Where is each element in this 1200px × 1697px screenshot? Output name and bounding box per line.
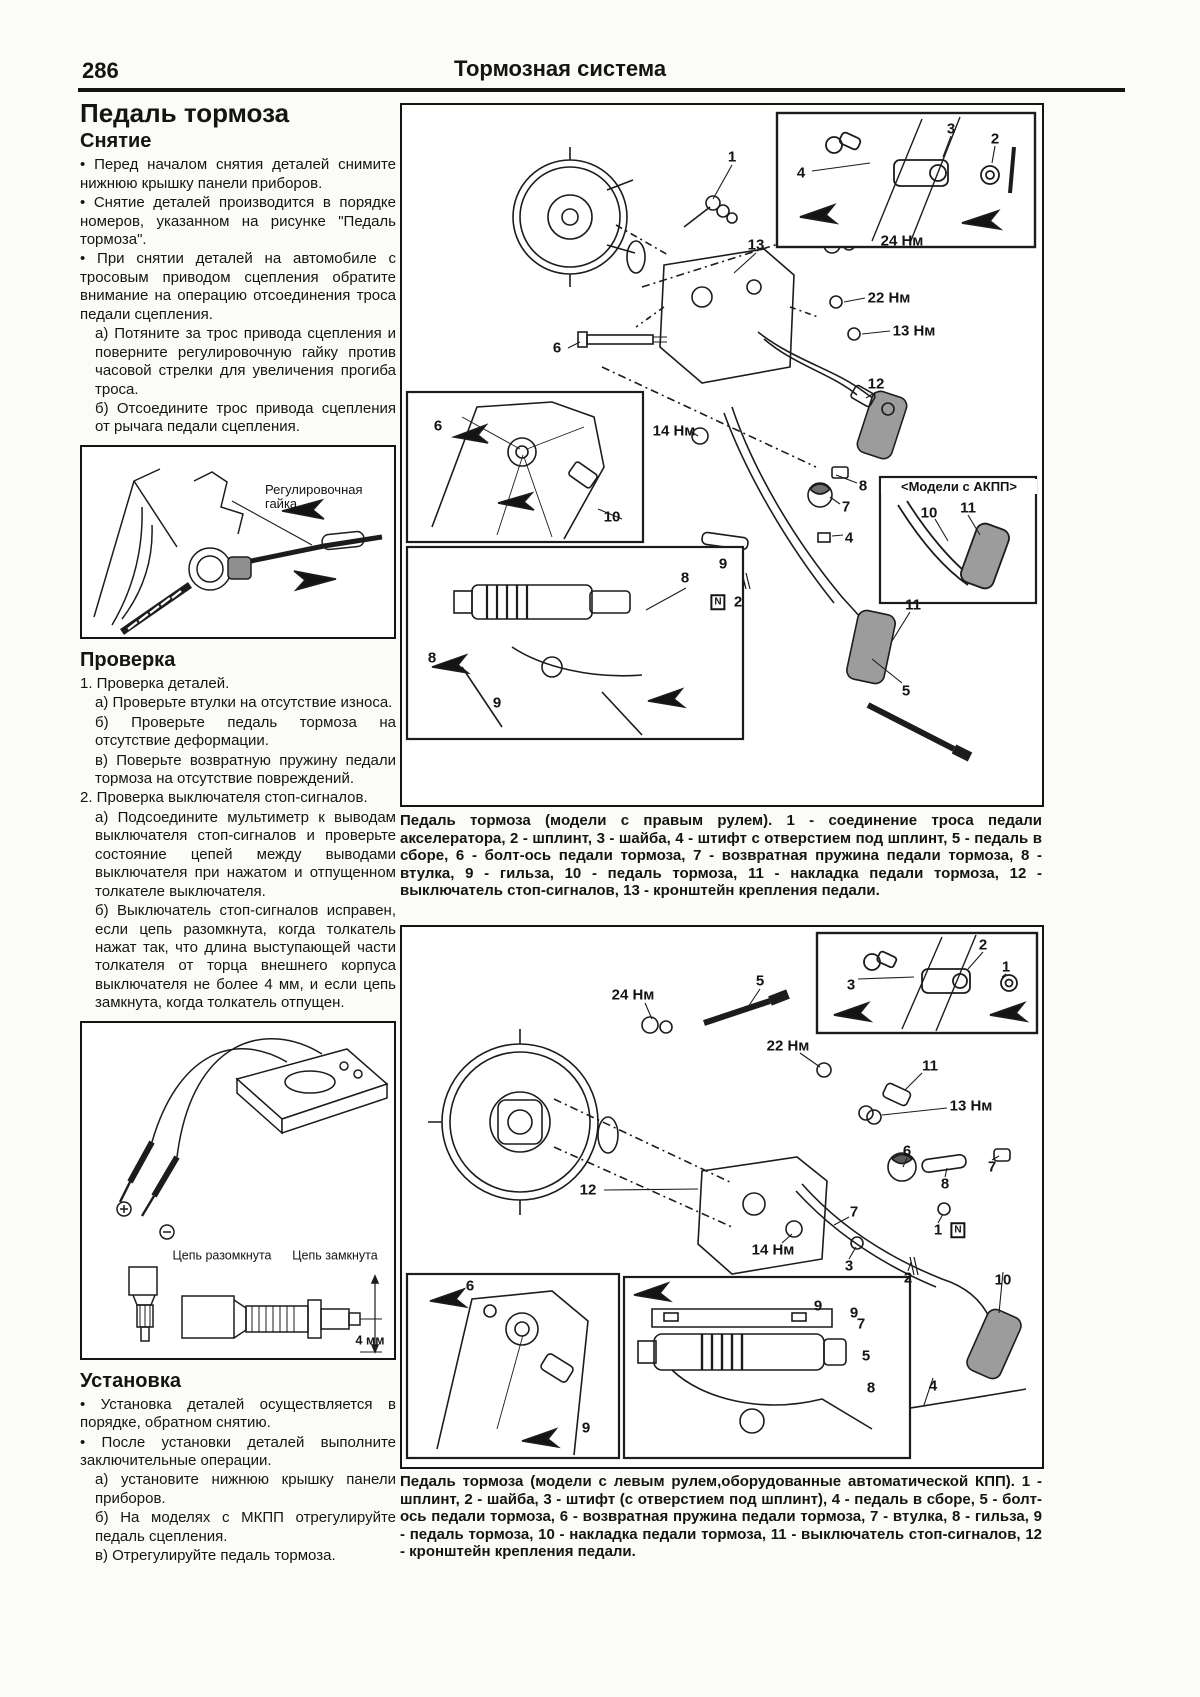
torque-label: 24 Нм — [880, 232, 924, 250]
part-callout: 7 — [856, 1315, 866, 1333]
removal-bullet: При снятии деталей на автомобиле с тросо… — [80, 250, 396, 324]
part-callout: 6 — [552, 339, 562, 357]
part-callout: 10 — [920, 504, 938, 522]
part-callout: 9 — [849, 1304, 859, 1322]
adjusting-nut-label: Регулировочная гайка — [265, 481, 363, 512]
part-callout: 1 — [1001, 958, 1011, 976]
removal-step: а) Потяните за трос привода сцепления и … — [95, 325, 396, 398]
inspection-step: б) Выключатель стоп-сигналов исправен, е… — [95, 902, 396, 1012]
torque-label: 13 Нм — [949, 1097, 993, 1115]
install-step: в) Отрегулируйте педаль тормоза. — [95, 1547, 336, 1565]
torque-label: 24 Нм — [611, 986, 655, 1004]
removal-bullet: Перед началом снятия деталей снимите ниж… — [80, 156, 396, 193]
akpp-inset-title: <Модели с АКПП> — [881, 479, 1037, 494]
inspection-step: в) Поверьте возвратную пружину педали то… — [95, 751, 396, 788]
figure2-caption: Педаль тормоза (модели с левым рулем,обо… — [400, 1473, 1042, 1561]
part-callout: 12 — [867, 375, 885, 393]
part-callout: 4 — [796, 164, 806, 182]
inspection-step: а) Проверьте втулки на отсутствие износа… — [95, 694, 393, 712]
text-column: Педаль тормоза Снятие Перед началом снят… — [80, 98, 396, 1567]
part-callout: 7 — [849, 1203, 859, 1221]
part-callout: 3 — [946, 120, 956, 138]
removal-bullet: Снятие деталей производится в порядке но… — [80, 194, 396, 249]
subsection-removal: Снятие — [80, 130, 152, 153]
part-callout: 3 — [844, 1257, 854, 1275]
part-callout: 5 — [755, 972, 765, 990]
part-callout: 8 — [858, 477, 868, 495]
torque-label: 14 Нм — [652, 422, 696, 440]
part-callout: 1 — [727, 148, 737, 166]
part-callout: 10 — [603, 508, 621, 526]
part-callout: 11 — [905, 596, 921, 614]
part-callout: 10 — [994, 1271, 1012, 1289]
page-number: 286 — [82, 58, 119, 83]
part-callout: 4 — [844, 529, 854, 547]
header-rule — [78, 88, 1125, 92]
part-callout: 8 — [427, 649, 437, 667]
part-callout: 7 — [841, 498, 851, 516]
part-callout: 6 — [465, 1277, 475, 1295]
inspection-item: 1. Проверка деталей. — [80, 674, 230, 692]
torque-label: 22 Нм — [867, 289, 911, 307]
part-callout: 2 — [990, 130, 1000, 148]
part-callout: 11 — [922, 1057, 938, 1075]
part-callout: 11 — [960, 499, 976, 517]
inspection-step: а) Подсоедините мультиметр к выводам вык… — [95, 808, 396, 900]
circuit-open-label: Цепь разомкнута — [172, 1248, 272, 1263]
figure-switch-test: Цепь разомкнута Цепь замкнута 4 мм — [80, 1020, 396, 1360]
inspection-item: 2. Проверка выключателя стоп-сигналов. — [80, 789, 368, 807]
part-callout: 1 — [933, 1221, 943, 1239]
subsection-install: Установка — [80, 1369, 181, 1392]
chapter-title: Тормозная система — [453, 56, 667, 81]
part-callout: 9 — [813, 1297, 823, 1315]
torque-label: 22 Нм — [766, 1037, 810, 1055]
standard-part-mark: N — [950, 1222, 966, 1238]
removal-step: б) Отсоедините трос привода сцепления от… — [95, 399, 396, 436]
part-callout: 9 — [718, 555, 728, 573]
part-callout: 2 — [978, 936, 988, 954]
torque-label: 14 Нм — [751, 1241, 795, 1259]
part-callout: 8 — [940, 1175, 950, 1193]
part-callout: 8 — [866, 1379, 876, 1397]
part-callout: 9 — [581, 1419, 591, 1437]
part-callout: 9 — [492, 694, 502, 712]
part-callout: 2 — [903, 1269, 913, 1287]
part-callout: 5 — [901, 682, 911, 700]
part-callout: 3 — [846, 976, 856, 994]
part-callout: 6 — [433, 417, 443, 435]
part-callout: 8 — [680, 569, 690, 587]
subsection-inspection: Проверка — [80, 648, 176, 671]
part-callout: 5 — [861, 1347, 871, 1365]
part-callout: 7 — [987, 1158, 997, 1176]
part-callout: 2 — [733, 593, 743, 611]
install-step: а) установите нижнюю крышку панели прибо… — [95, 1471, 396, 1507]
install-step: б) На моделях с МКПП отрегулируйте педал… — [95, 1509, 396, 1545]
inspection-step: б) Проверьте педаль тормоза на отсутстви… — [95, 713, 396, 750]
section-title: Педаль тормоза — [80, 98, 290, 128]
standard-part-mark: N — [710, 594, 726, 610]
part-callout: 13 — [747, 236, 765, 254]
switch-test-drawing — [116, 1037, 389, 1354]
adjusting-nut-drawing — [93, 468, 383, 635]
torque-label: 13 Нм — [892, 322, 936, 340]
brake-pedal-lhd-drawing — [405, 931, 1039, 1460]
dimension-label: 4 мм — [355, 1333, 385, 1348]
circuit-closed-label: Цепь замкнута — [292, 1248, 378, 1263]
install-bullet: Установка деталей осуществляется в поряд… — [80, 1396, 396, 1433]
part-callout: 4 — [928, 1377, 938, 1395]
part-callout: 12 — [579, 1181, 597, 1199]
figure-adjusting-nut: Регулировочная гайка — [80, 444, 396, 639]
part-callout: 6 — [902, 1142, 912, 1160]
install-bullet: После установки деталей выполните заключ… — [80, 1434, 396, 1471]
figure-brake-pedal-rhd: <Модели с АКПП> 1 4 3 2 13 24 Нм 22 Нм 13 Нм 6 12… — [400, 103, 1044, 807]
brake-pedal-rhd-drawing — [405, 111, 1038, 762]
figure1-caption: Педаль тормоза (модели с правым рулем). … — [400, 812, 1042, 900]
